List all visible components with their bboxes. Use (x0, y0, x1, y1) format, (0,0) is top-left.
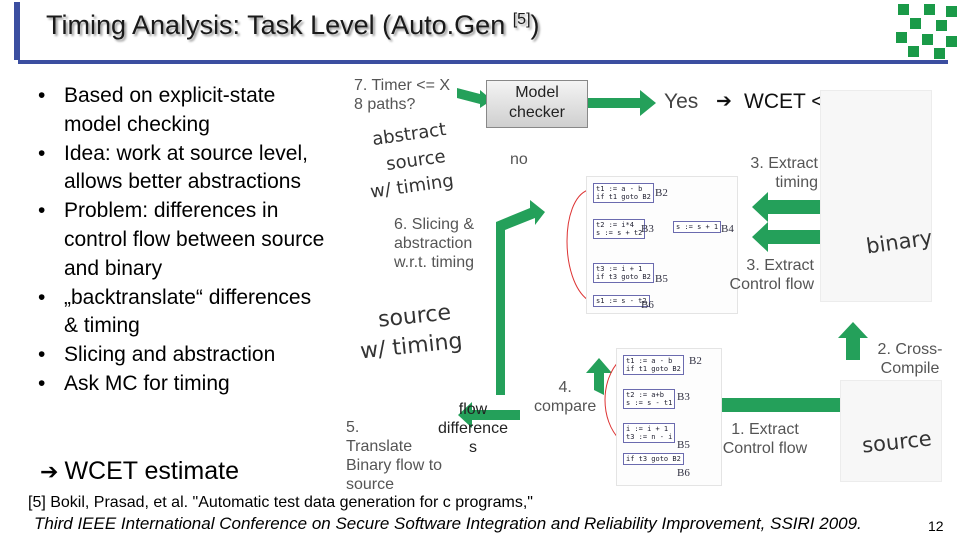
cfg-node: s1 := s - t2 (593, 295, 650, 307)
title-area: Timing Analysis: Task Level (Auto.Gen [5… (0, 0, 960, 64)
no-label: no (510, 151, 528, 168)
footer-venue: Third IEEE International Conference on S… (34, 514, 862, 533)
cfg-node: s := s + 1 (673, 221, 722, 233)
timing-label: w/ timing (368, 170, 455, 203)
yes-label: Yes (664, 90, 699, 113)
cfg-node: t3 := i + 1 if t3 goto B2 (593, 263, 654, 283)
arrow-to-yes (584, 90, 656, 116)
cfg-node: i := i + 1 t3 := n - i (623, 423, 676, 443)
arrow-extract-flow-1 (706, 390, 840, 420)
corner-decoration (890, 0, 960, 62)
cfg-block-label: B6 (641, 299, 654, 311)
cfg-block-label: B2 (655, 187, 668, 199)
source-label: source (384, 145, 447, 176)
cfg-node: t1 := a - b if t1 goto B2 (593, 183, 654, 203)
bullet-item: Idea: work at source level, allows bette… (30, 140, 330, 198)
footer-reference: [5] Bokil, Prasad, et al. "Automatic tes… (28, 494, 533, 511)
slide-title: Timing Analysis: Task Level (Auto.Gen [5… (46, 10, 540, 40)
bullet-item: „backtranslate“ differences & timing (30, 284, 330, 342)
title-rule (18, 60, 948, 64)
step7-label: 7. Timer <= X 8 paths? (354, 77, 451, 113)
arrow-extract-timing (752, 192, 820, 222)
bullet-list: Based on explicit-state model checking I… (30, 82, 330, 399)
arrow-right-icon: ➔ (716, 91, 732, 112)
step2-label: 2. Cross- Compile (877, 341, 943, 377)
cfg-block-label: B3 (677, 391, 690, 403)
page-number: 12 (928, 518, 944, 534)
arrow-extract-flow (752, 222, 820, 252)
cfg-block-label: B5 (677, 439, 690, 451)
cfg-block-label: B5 (655, 273, 668, 285)
cfg-edge (566, 189, 589, 301)
wcet-estimate: ➔WCET estimate (40, 457, 240, 485)
bullet-item: Problem: differences in control flow bet… (30, 197, 330, 283)
arrow-slicing (496, 200, 545, 395)
bullet-item: Ask MC for timing (30, 370, 330, 399)
abstract-label: abstract (370, 118, 448, 151)
arrow-right-icon: ➔ (40, 459, 59, 484)
source-code-thumbnail (840, 380, 942, 482)
cfg-block-label: B4 (721, 223, 734, 235)
step5-label: 5. Translate Binary flow to source (346, 419, 443, 493)
binary-code-thumbnail (820, 90, 932, 302)
cfg-block-label: B3 (641, 223, 654, 235)
step1-label: 1. Extract Control flow (722, 421, 808, 457)
flow-differences-label: flow difference s (438, 401, 508, 456)
cfg-bottom: t1 := a - b if t1 goto B2 B2 t2 := a+b s… (616, 348, 722, 486)
cfg-block-label: B6 (677, 467, 690, 479)
step3-timing-label: 3. Extract timing (750, 155, 818, 191)
cfg-node: t1 := a - b if t1 goto B2 (623, 355, 684, 375)
cfg-node: t2 := i*4 s := s + t2 (593, 219, 646, 239)
model-checker-box: Model checker (486, 80, 588, 128)
cfg-top: t1 := a - b if t1 goto B2 B2 t2 := i*4 s… (586, 176, 738, 314)
title-accent-bar (14, 2, 20, 60)
cfg-node: t2 := a+b s := s - t1 (623, 389, 676, 409)
bullet-item: Based on explicit-state model checking (30, 82, 330, 140)
source-timing-label-2: w/ timing (358, 328, 464, 365)
cfg-block-label: B2 (689, 355, 702, 367)
step3-flow-label: 3. Extract Control flow (729, 257, 814, 293)
step4-label: 4. compare (534, 379, 597, 415)
arrow-cross-compile (838, 322, 868, 360)
source-timing-label: source (376, 300, 453, 333)
bullet-item: Slicing and abstraction (30, 341, 330, 370)
cfg-node: if t3 goto B2 (623, 453, 684, 465)
step6-label: 6. Slicing & abstraction w.r.t. timing (394, 216, 475, 271)
